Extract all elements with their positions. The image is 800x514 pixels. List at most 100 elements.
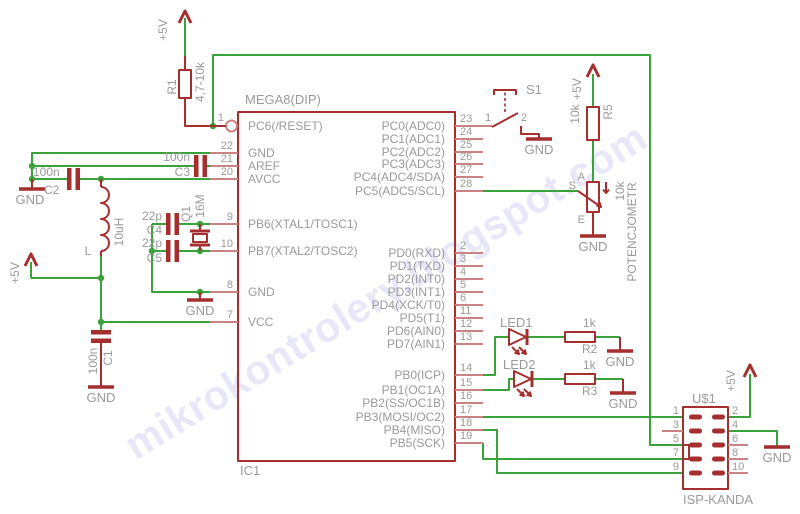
crystal-q1: Q1 16M [179, 194, 210, 251]
pin-number: 2 [460, 240, 466, 252]
pin-name: PD2(INT0) [388, 272, 445, 286]
led1-refdes: LED1 [500, 315, 533, 330]
pin-number: 22 [221, 140, 233, 152]
vcc-label: +5V [8, 262, 22, 284]
resistor-r2: 1k R2 GND [564, 316, 635, 369]
pin-number: 1 [218, 112, 224, 124]
gnd-label: GND [525, 142, 554, 157]
pin-name: PC4(ADC4/SDA) [354, 170, 445, 184]
pin-number: 5 [460, 279, 466, 291]
led2-refdes: LED2 [503, 357, 536, 372]
isp-pin-number: 5 [673, 433, 679, 445]
c5-plate [166, 240, 171, 262]
isp-pad [689, 442, 702, 448]
pin-name: PD1(TXD) [390, 259, 445, 273]
q1-body [192, 233, 208, 243]
gnd-label: GND [606, 354, 635, 369]
s1-pin1-label: 1 [485, 112, 491, 124]
r5-refdes: R5 [601, 104, 615, 120]
r2-refdes: R2 [582, 342, 598, 356]
resistor-r5: +5V 10k R5 [568, 63, 615, 141]
led1-triangle [508, 328, 527, 346]
capacitor-c1: GND 100n C1 [86, 330, 115, 405]
pin-name: PD3(INT1) [388, 285, 445, 299]
capacitor-c3: 100n C3 [163, 150, 207, 179]
ic1-title: MEGA8(DIP) [245, 92, 321, 107]
resistor-r3: 1k R3 GND [564, 358, 637, 411]
pin-number: 15 [460, 377, 472, 389]
r5-body [586, 106, 600, 141]
isp-label: ISP-KANDA [683, 492, 753, 507]
s1-blade [491, 112, 519, 128]
pin-name: PD5(T1) [400, 311, 445, 325]
junction-dot [148, 247, 156, 255]
pin-name: PC1(ADC1) [382, 132, 445, 146]
pin-number: 4 [460, 266, 466, 278]
vcc-arrow-icon [585, 63, 601, 78]
ic1-mega8: MEGA8(DIP) IC1 1 22 21 20 9 10 8 7 PC6(/… [185, 92, 492, 478]
junction-dot [97, 318, 105, 326]
pot-wiper-arrow [577, 190, 602, 208]
pin-number: 8 [227, 279, 233, 291]
pin-number: 25 [460, 139, 472, 151]
gnd-label: GND [579, 239, 608, 254]
l-value: 10uH [112, 218, 126, 247]
pot-pin-s: S [569, 180, 576, 192]
pin-name: AREF [248, 159, 280, 173]
wire-miso-isp9 [483, 429, 683, 474]
isp-body [682, 406, 729, 490]
r1-refdes: R1 [165, 79, 179, 95]
led-emission-arrow-icon [511, 346, 520, 355]
pin-name: PD7(AIN1) [387, 337, 445, 351]
capacitor-c2: 100n C2 [33, 165, 80, 197]
pin-number: 20 [221, 166, 233, 178]
c4-plate [174, 213, 179, 235]
r1-value: 4,7-10k [193, 61, 207, 102]
isp-key-jog [683, 444, 690, 460]
isp-pad [712, 456, 725, 462]
pin-name: PB2(SS/OC1B) [362, 396, 445, 410]
pin-number: 24 [460, 126, 472, 138]
c2-plate [75, 168, 80, 190]
isp-pad [712, 428, 725, 434]
pin-name: GND [248, 285, 275, 299]
switch-s1: S1 1 2 GND [485, 82, 554, 157]
pin-number: 16 [460, 390, 472, 402]
c3-plate [194, 155, 199, 177]
c4-plate [166, 213, 171, 235]
pot-pin-a: A [578, 171, 586, 183]
r3-refdes: R3 [582, 384, 598, 398]
pin-number: 10 [221, 238, 233, 250]
pin-number: 28 [460, 178, 472, 190]
wire-sck-isp7 [482, 443, 683, 460]
vcc-label: +5V [724, 370, 738, 392]
net-wires [28, 54, 778, 474]
led2: LED2 [503, 357, 536, 397]
pin-name: PC2(ADC2) [382, 145, 445, 159]
isp-pad [712, 470, 725, 476]
wire-gnd-left [31, 152, 210, 179]
pin-name: PB6(XTAL1/TOSC1) [248, 217, 358, 231]
isp-pad [689, 414, 702, 420]
pin-number: 12 [460, 318, 472, 330]
vcc-arrow-icon [177, 9, 193, 24]
isp-pad [689, 470, 702, 476]
isp-pin-number: 9 [673, 461, 679, 473]
r3-body [564, 373, 596, 385]
pin-name: PB4(MISO) [384, 423, 445, 437]
s1-pin2-label: 2 [521, 112, 527, 124]
led-emission-arrow-icon [516, 388, 525, 397]
pin-name: PC5(ADC5/SCL) [355, 184, 445, 198]
q1-value: 16M [193, 194, 207, 217]
pin-number: 17 [460, 404, 472, 416]
led2-triangle [513, 370, 532, 388]
gnd-label: GND [763, 450, 792, 465]
pin-number: 26 [460, 151, 472, 163]
led-emission-arrow-icon [523, 388, 532, 397]
vcc-label: +5V [570, 78, 584, 100]
l-coil [100, 186, 110, 252]
c4-value: 22p [142, 209, 162, 223]
pot-value: 10k [613, 180, 627, 200]
gnd-label: GND [87, 390, 116, 405]
pin-name: PC6(/RESET) [248, 119, 323, 133]
